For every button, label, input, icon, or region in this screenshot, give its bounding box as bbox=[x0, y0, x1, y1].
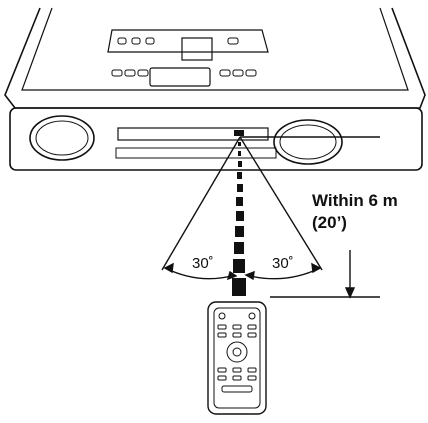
remote-control bbox=[207, 301, 267, 415]
range-lines bbox=[161, 136, 380, 299]
left-speaker bbox=[29, 115, 95, 161]
stereo-unit bbox=[4, 7, 426, 171]
cone-right-edge bbox=[239, 136, 323, 271]
right-angle-label: 30˚ bbox=[272, 255, 294, 272]
right-speaker bbox=[273, 119, 343, 165]
dock bbox=[181, 37, 213, 61]
cone-left-edge bbox=[161, 136, 241, 271]
ir-beam bbox=[232, 142, 246, 296]
control-panel bbox=[107, 29, 269, 53]
left-angle-label: 30˚ bbox=[192, 255, 214, 272]
ir-sensor bbox=[234, 130, 244, 136]
range-distance-text: Within 6 m bbox=[312, 191, 398, 210]
range-distance-ft-text: (20’) bbox=[312, 213, 347, 232]
cd-slot bbox=[117, 127, 269, 141]
range-label: Within 6 m (20’) bbox=[312, 190, 398, 234]
